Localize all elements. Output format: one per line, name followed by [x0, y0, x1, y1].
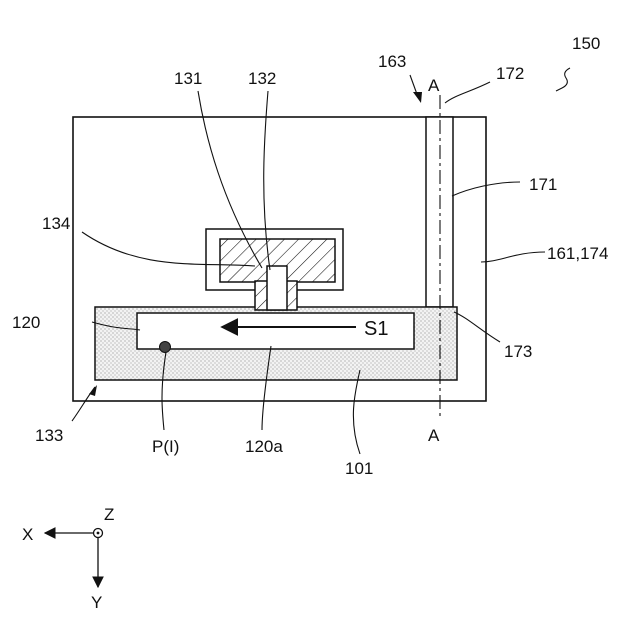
label-120: 120: [12, 313, 40, 332]
leader-163-arrow: [413, 92, 422, 103]
leader-173: [454, 312, 500, 342]
leader-161-174: [481, 252, 545, 262]
plunger-stem: [267, 266, 287, 310]
particle-point: [160, 342, 171, 353]
label-131: 131: [174, 69, 202, 88]
label-173: 173: [504, 342, 532, 361]
label-172: 172: [496, 64, 524, 83]
label-a-bottom: A: [428, 426, 440, 445]
label-132: 132: [248, 69, 276, 88]
label-a-top: A: [428, 76, 440, 95]
label-s1: S1: [364, 318, 388, 340]
z-axis-dot: [97, 532, 100, 535]
label-171: 171: [529, 175, 557, 194]
leader-172: [445, 82, 490, 103]
axis-label-z: Z: [104, 505, 114, 524]
label-120a: 120a: [245, 437, 283, 456]
axis-label-y: Y: [91, 593, 102, 612]
leader-133-arrow: [89, 385, 97, 396]
label-101: 101: [345, 459, 373, 478]
axis-label-x: X: [22, 525, 33, 544]
label-150: 150: [572, 34, 600, 53]
label-133: 133: [35, 426, 63, 445]
label-161-174: 161,174: [547, 244, 608, 263]
label-163: 163: [378, 52, 406, 71]
label-134: 134: [42, 214, 70, 233]
leader-150: [556, 68, 570, 91]
coordinate-axes: X Z Y: [22, 505, 114, 612]
label-p: P(I): [152, 437, 179, 456]
leader-101: [353, 370, 360, 454]
